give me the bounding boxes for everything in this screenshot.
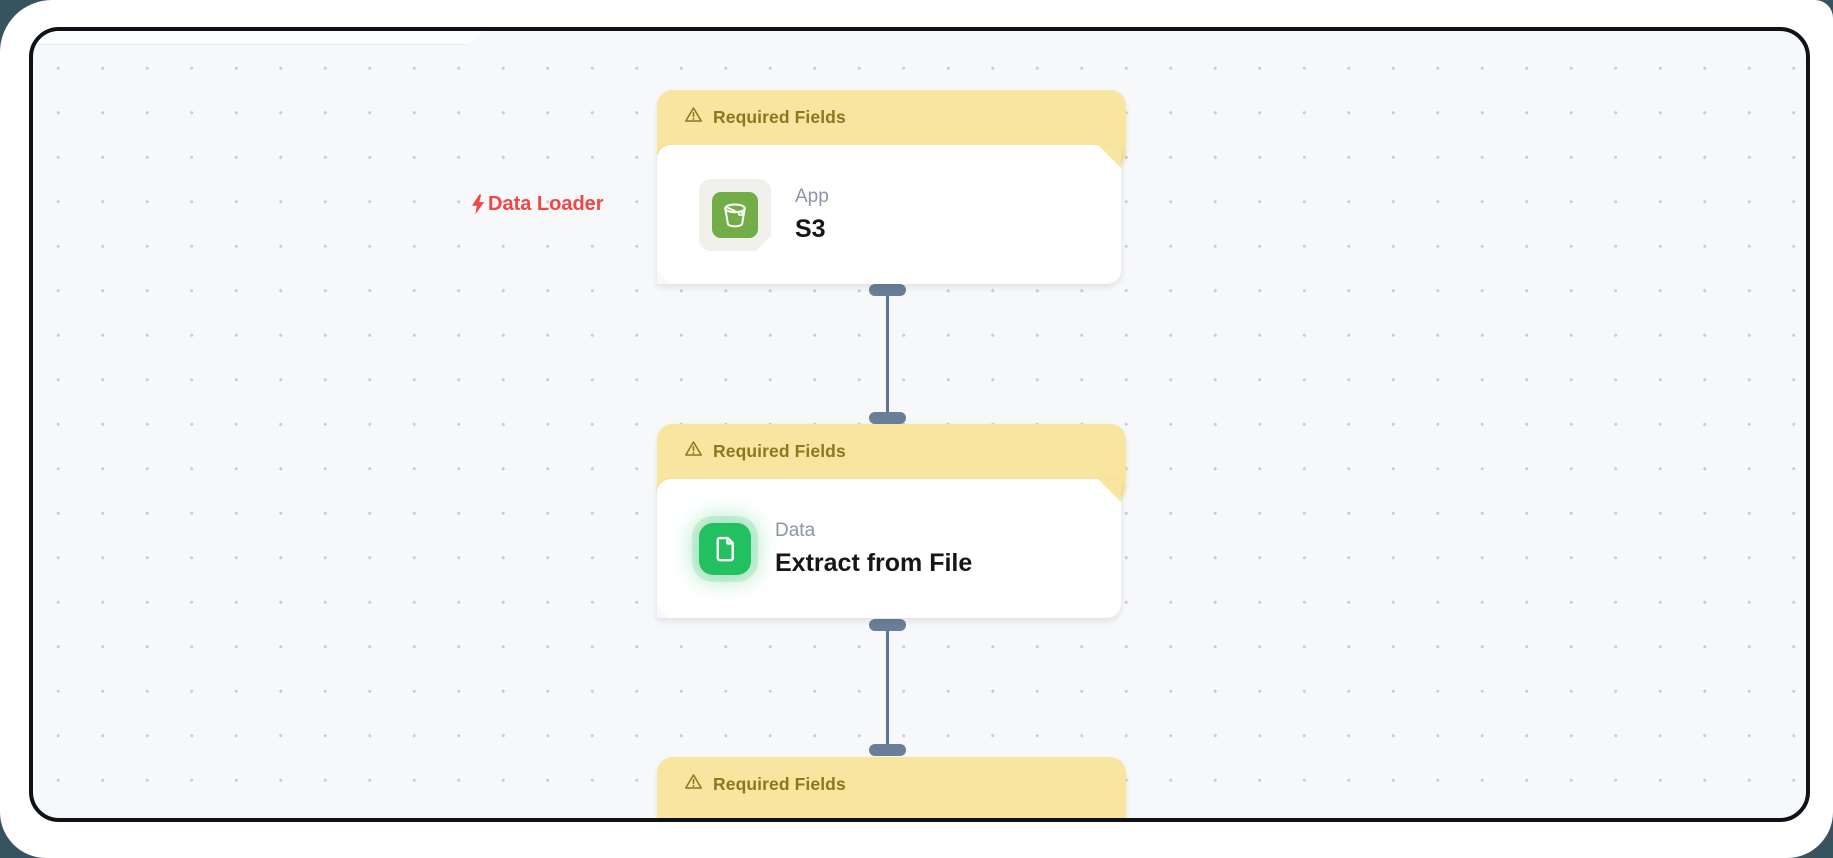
node-extract-title: Extract from File xyxy=(775,548,973,577)
warning-triangle-icon xyxy=(684,440,703,457)
flow-label-text: Data Loader xyxy=(488,193,604,215)
edge-s3-to-extract[interactable] xyxy=(886,290,889,418)
s3-icon-tile xyxy=(699,178,771,251)
s3-bucket-icon xyxy=(712,191,758,238)
flow-label-data-loader[interactable]: Data Loader xyxy=(470,193,604,216)
node-third-warning-banner[interactable]: Required Fields xyxy=(657,757,1126,818)
warning-triangle-icon xyxy=(684,773,703,790)
edge-extract-to-next[interactable] xyxy=(886,624,889,750)
extract-output-handle[interactable] xyxy=(869,619,906,631)
extract-input-handle[interactable] xyxy=(869,412,906,424)
warning-triangle-icon xyxy=(684,106,703,123)
s3-output-handle[interactable] xyxy=(869,284,906,296)
banner-label: Required Fields xyxy=(713,441,846,461)
node-s3-category: App xyxy=(795,185,829,207)
next-node-input-handle[interactable] xyxy=(869,744,906,756)
node-extract-category: Data xyxy=(775,519,816,541)
node-extract-card[interactable]: Data Extract from File xyxy=(657,479,1121,618)
node-s3-title: S3 xyxy=(795,214,826,243)
workflow-canvas[interactable]: Data Loader Required Fields xyxy=(29,27,1810,822)
canvas-top-tab xyxy=(31,29,487,45)
banner-label: Required Fields xyxy=(713,107,846,127)
banner-label: Required Fields xyxy=(713,774,846,794)
file-document-icon xyxy=(699,522,751,575)
lightning-bolt-icon xyxy=(470,194,486,215)
node-s3-card[interactable]: App S3 xyxy=(657,145,1121,284)
